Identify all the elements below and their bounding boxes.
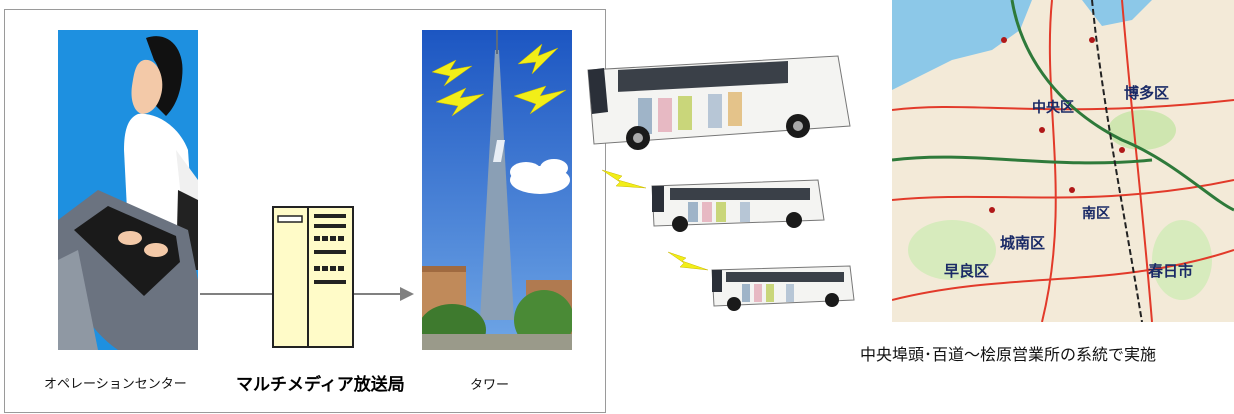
map-caption: 中央埠頭･百道～桧原営業所の系統で実施	[860, 345, 1157, 364]
tower-photo	[422, 30, 572, 350]
operator-illustration	[58, 30, 198, 350]
map-label-chuo: 中央区	[1032, 99, 1074, 115]
server-illustration	[272, 206, 354, 348]
map-label-minami: 南区	[1082, 205, 1110, 221]
bus-medium	[651, 179, 825, 232]
lightning-icon	[435, 87, 485, 117]
map-label-hakata: 博多区	[1124, 84, 1169, 102]
lightning-icon	[431, 59, 473, 87]
map-label-jonan: 城南区	[1000, 234, 1045, 252]
label-tower: タワー	[470, 378, 510, 393]
lightning-icon	[667, 251, 709, 271]
label-broadcast-station: マルチメディア放送局	[236, 375, 405, 395]
route-map: 博多区 中央区 南区 城南区 早良区 春日市	[892, 0, 1234, 322]
bus-small	[711, 265, 855, 311]
system-frame	[4, 9, 606, 413]
lightning-icon	[601, 169, 647, 189]
lightning-icon	[513, 85, 567, 115]
bus-large	[587, 55, 851, 150]
map-label-sawara: 早良区	[944, 262, 989, 280]
lightning-icon	[517, 43, 559, 75]
label-operation-center: オペレーションセンター	[44, 377, 187, 392]
map-label-kasuga: 春日市	[1148, 262, 1193, 280]
flow-arrows	[200, 287, 414, 301]
